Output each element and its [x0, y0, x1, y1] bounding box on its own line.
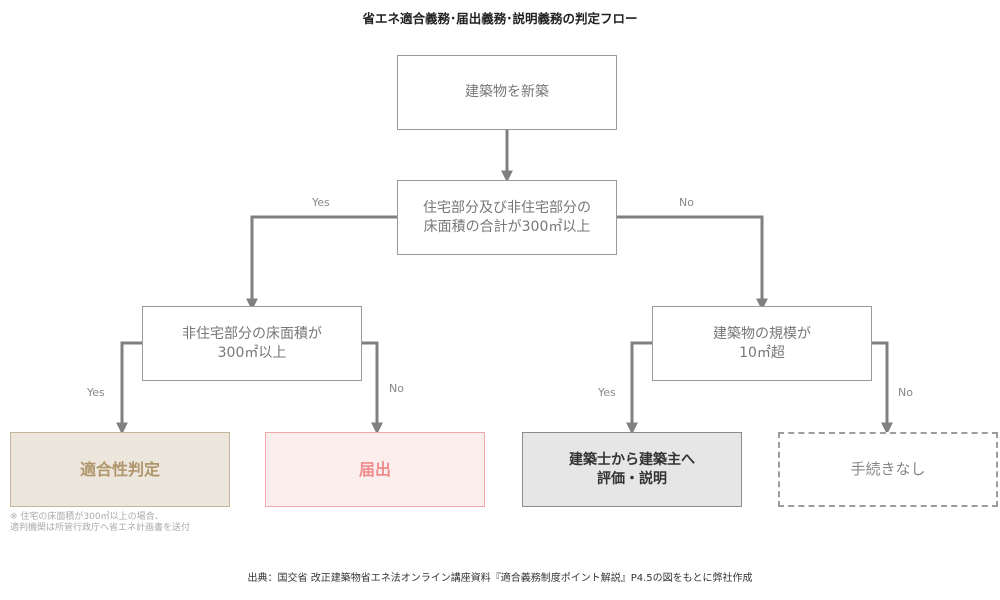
node-start: 建築物を新築 — [397, 55, 617, 130]
label-q1-yes: Yes — [312, 196, 330, 209]
result-no-procedure: 手続きなし — [778, 432, 998, 507]
connector-q1-no — [617, 215, 768, 311]
footnote-conformity: ※ 住宅の床面積が300㎡以上の場合、 適判機関は所管行政庁へ省エネ計画書を送付 — [10, 512, 191, 534]
connector-q3-yes — [626, 341, 652, 435]
node-q3-building-scale: 建築物の規模が 10㎡超 — [652, 306, 872, 381]
label-q3-yes: Yes — [598, 386, 616, 399]
node-q1-total-floor-area: 住宅部分及び非住宅部分の 床面積の合計が300㎡以上 — [397, 180, 617, 255]
connector-q1-yes — [246, 215, 397, 311]
label-q1-no: No — [679, 196, 694, 209]
source-credit: 出典：国交省 改正建築物省エネ法オンライン講座資料『適合義務制度ポイント解説』P… — [247, 573, 753, 584]
diagram-title: 省エネ適合義務･届出義務･説明義務の判定フロー — [362, 11, 638, 26]
label-q2-yes: Yes — [87, 386, 105, 399]
result-architect-explanation: 建築士から建築主へ 評価・説明 — [522, 432, 742, 507]
label-q2-no: No — [389, 382, 404, 395]
label-q3-no: No — [898, 386, 913, 399]
connector-q2-yes — [116, 341, 142, 435]
result-conformity-judgment: 適合性判定 — [10, 432, 230, 507]
node-q2-non-residential-area: 非住宅部分の床面積が 300㎡以上 — [142, 306, 362, 381]
result-notification: 届出 — [265, 432, 485, 507]
connector-q3-no — [872, 341, 893, 435]
connector-q2-no — [362, 341, 383, 435]
